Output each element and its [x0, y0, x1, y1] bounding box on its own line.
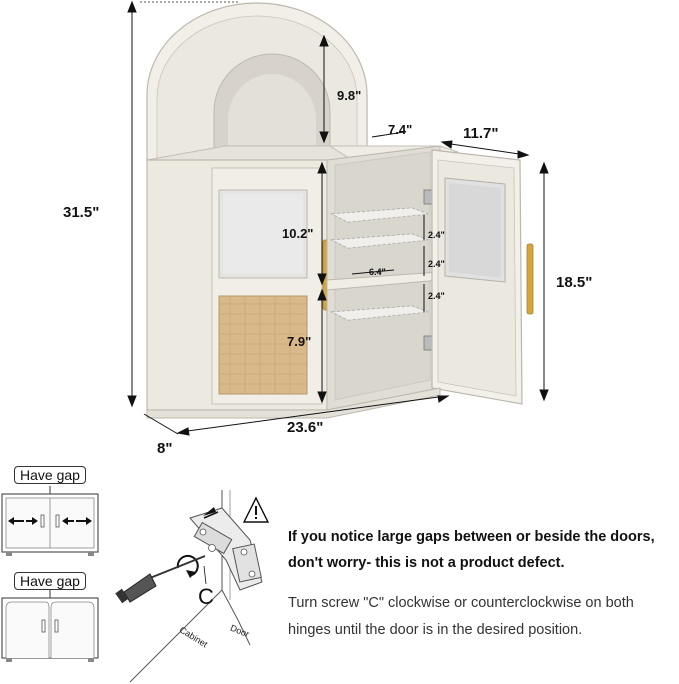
gap-example-bottom	[1, 590, 99, 662]
gap-example-top	[1, 486, 99, 556]
gap-notice-text: If you notice large gaps between or besi…	[288, 529, 655, 571]
screw-c-label: C	[198, 584, 214, 609]
dimension-depth: 8"	[157, 440, 173, 457]
gap-label-bottom: Have gap	[14, 572, 86, 590]
warning-triangle-icon	[242, 496, 270, 523]
dimension-shelf-depth: 6.4"	[369, 267, 386, 277]
dimension-shelf-gap-1: 2.4"	[428, 230, 445, 240]
dimension-arch-height: 9.8"	[337, 88, 362, 103]
hinge-diagram	[115, 490, 270, 683]
dimension-total-height: 31.5"	[63, 204, 100, 221]
dimension-lower-opening: 7.9"	[287, 334, 312, 349]
dimension-shelf-gap-2: 2.4"	[428, 259, 445, 269]
gap-label-top: Have gap	[14, 466, 86, 484]
adjustment-instruction-text: Turn screw "C" clockwise or counterclock…	[288, 595, 634, 638]
screwdriver-icon	[115, 555, 206, 604]
dimension-arch-depth: 7.4"	[388, 122, 413, 137]
dimension-upper-opening: 10.2"	[282, 226, 314, 241]
dimension-shelf-gap-3: 2.4"	[428, 291, 445, 301]
dimension-top-depth: 11.7"	[463, 125, 499, 142]
dimension-door-height: 18.5"	[556, 274, 593, 291]
cabinet-drawing	[127, 0, 549, 436]
dimension-width: 23.6"	[287, 419, 324, 436]
